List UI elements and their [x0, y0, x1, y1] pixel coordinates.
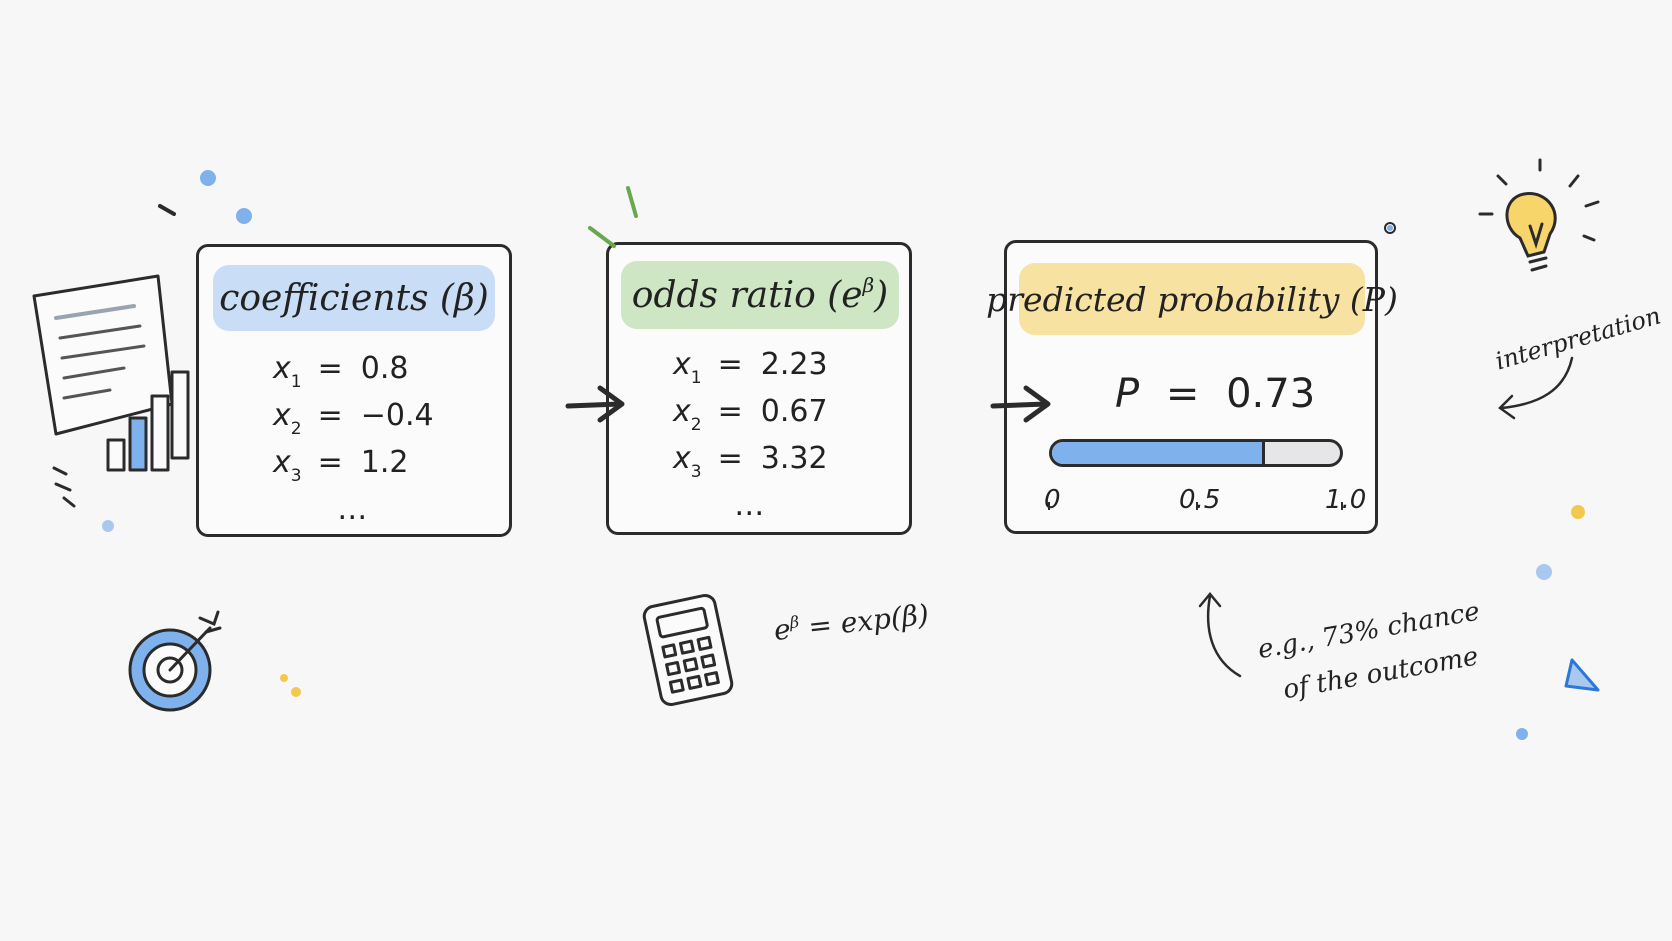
odds-ratio-value-2: 0.67	[760, 394, 828, 429]
coefficient-row-2: x2=−0.4	[273, 398, 434, 439]
coefficients-ellipsis: …	[337, 492, 370, 527]
coefficient-value-1: 0.8	[360, 351, 409, 386]
calculator-icon	[642, 593, 734, 707]
bar-tick-0.5: 0.5	[1179, 485, 1221, 515]
coefficient-value-2: −0.4	[360, 398, 434, 433]
coefficient-row-3: x3=1.2	[273, 445, 409, 486]
target-icon	[128, 610, 222, 712]
odds-ratio-title-text: odds ratio (eβ)	[631, 272, 889, 316]
probability-bar	[1049, 439, 1343, 467]
probability-title: predicted probability (P)	[986, 263, 1398, 335]
coefficients-list: x1=0.8 x2=−0.4 x3=1.2 …	[273, 345, 434, 533]
odds-ratio-title: odds ratio (eβ)	[621, 261, 899, 329]
interpretation-arrow	[1498, 356, 1574, 420]
probability-panel: predicted probability (P) P = 0.73 0 0.5…	[986, 240, 1398, 534]
odds-ratio-value-3: 3.32	[760, 441, 828, 476]
odds-ratio-list: x1=2.23 x2=0.67 x3=3.32 …	[673, 341, 828, 529]
bar-tick-1.0: 1.0	[1325, 485, 1367, 515]
odds-ratio-row-2: x2=0.67	[673, 394, 828, 435]
coefficients-title: coefficients (β)	[213, 265, 495, 331]
coefficients-title-text: coefficients (β)	[219, 277, 489, 319]
odds-ratio-row-3: x3=3.32	[673, 441, 828, 482]
bar-tick-marks	[1048, 502, 1343, 510]
odds-ratio-panel: odds ratio (eβ) x1=2.23 x2=0.67 x3=3.32 …	[606, 242, 912, 535]
coefficient-row-1: x1=0.8	[273, 351, 409, 392]
document-chart-icon	[32, 274, 190, 508]
probability-value: 0.73	[1226, 371, 1316, 417]
odds-ratio-value-1: 2.23	[760, 347, 828, 382]
coefficients-panel: coefficients (β) x1=0.8 x2=−0.4 x3=1.2 …	[196, 244, 512, 537]
probability-value-text: P = 0.73	[1115, 371, 1316, 417]
flow-arrow-1	[565, 385, 625, 423]
odds-ratio-row-1: x1=2.23	[673, 347, 828, 388]
lightbulb-icon	[1478, 158, 1600, 272]
coefficient-value-3: 1.2	[360, 445, 409, 480]
flow-arrow-2	[990, 385, 1051, 423]
decorative-marks	[102, 170, 1600, 740]
odds-ratio-ellipsis: …	[734, 488, 767, 523]
probability-bar-fill	[1052, 442, 1266, 464]
probability-title-text: predicted probability (P)	[986, 279, 1398, 319]
example-arrow	[1198, 592, 1242, 678]
